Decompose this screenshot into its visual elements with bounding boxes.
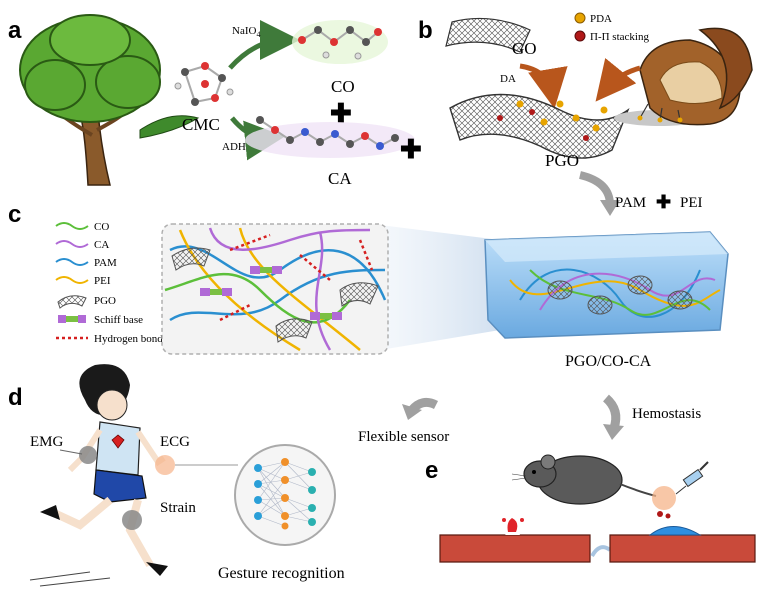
leaf-icon: [139, 115, 200, 139]
legend-co-label: CO: [94, 221, 109, 233]
hemostasis-label: Hemostasis: [632, 406, 701, 422]
da-label: DA: [500, 73, 516, 85]
pgo-sheet: [449, 93, 630, 159]
arrow-vessel: [590, 545, 612, 558]
runner-illustration: [29, 364, 175, 587]
co-label: CO: [331, 77, 355, 96]
legend-pam-label: PAM: [94, 257, 117, 269]
vessel-right: [609, 526, 756, 563]
pda-dot-icon: [574, 12, 586, 24]
plus-icon: ✚: [400, 135, 422, 164]
reagent-adh: ADH: [222, 141, 246, 153]
mouse-illustration: [511, 454, 657, 505]
hydrogel-block: [484, 231, 729, 339]
panel-label-a: a: [8, 17, 22, 44]
network-zoom-box: [161, 223, 389, 355]
tree-illustration: [19, 14, 161, 186]
pgo-label: PGO: [545, 151, 579, 170]
legend-pgo-label: PGO: [94, 295, 116, 307]
bleeding-icon: [507, 518, 518, 532]
panel-label-c: c: [8, 201, 21, 228]
arrow-go-to-pgo: [519, 63, 568, 109]
hydrogel-label: PGO/CO-CA: [565, 353, 652, 370]
go-sheet: [445, 17, 531, 53]
panel-label-b: b: [418, 17, 433, 44]
flexible-sensor-label: Flexible sensor: [358, 429, 449, 445]
cmc-label: CMC: [182, 115, 220, 134]
legend-schiff-label: Schiff base: [94, 314, 143, 326]
ca-molecule: [245, 116, 415, 158]
legend-hbond-label: Hydrogen bond: [94, 333, 163, 345]
legend-ca-label: CA: [94, 239, 109, 251]
pei-label: PEI: [680, 195, 703, 211]
heart-icon: [111, 434, 125, 449]
strain-label: Strain: [160, 500, 196, 516]
vessel-left: [439, 518, 591, 563]
panel-label-d: d: [8, 384, 23, 411]
co-molecule: [292, 20, 388, 64]
chestnut-illustration: [614, 27, 753, 126]
legend-pei-label: PEI: [94, 275, 111, 287]
gesture-label: Gesture recognition: [218, 565, 345, 582]
legend-c: CO CA PAM PEI PGO Schiff base Hydrogen b…: [55, 221, 163, 345]
zoom-cone: [380, 225, 500, 350]
pda-legend-label: PDA: [590, 13, 612, 25]
neural-network-icon: [234, 444, 336, 546]
emg-label: EMG: [30, 434, 64, 450]
pi-stacking-legend-label: Π-Π stacking: [590, 31, 649, 43]
plus-icon: ✚: [330, 99, 352, 128]
panel-label-e: e: [425, 457, 438, 484]
plus-icon: ✚: [656, 192, 671, 212]
pam-label: PAM: [615, 195, 646, 211]
go-label: GO: [512, 39, 537, 58]
wound-site: [652, 486, 676, 510]
ecg-label: ECG: [160, 434, 190, 450]
arrow-to-hemostasis: [602, 394, 621, 430]
arrow-chestnut-to-pgo: [595, 57, 641, 102]
cmc-molecule: [174, 62, 234, 106]
reagent-naio4: NaIO4: [232, 25, 260, 39]
hydrogel-seal: [648, 526, 702, 536]
ca-label: CA: [328, 169, 352, 188]
syringe-icon: [675, 461, 709, 495]
pi-stacking-dot-icon: [574, 30, 586, 42]
arrow-to-co: [228, 20, 300, 70]
